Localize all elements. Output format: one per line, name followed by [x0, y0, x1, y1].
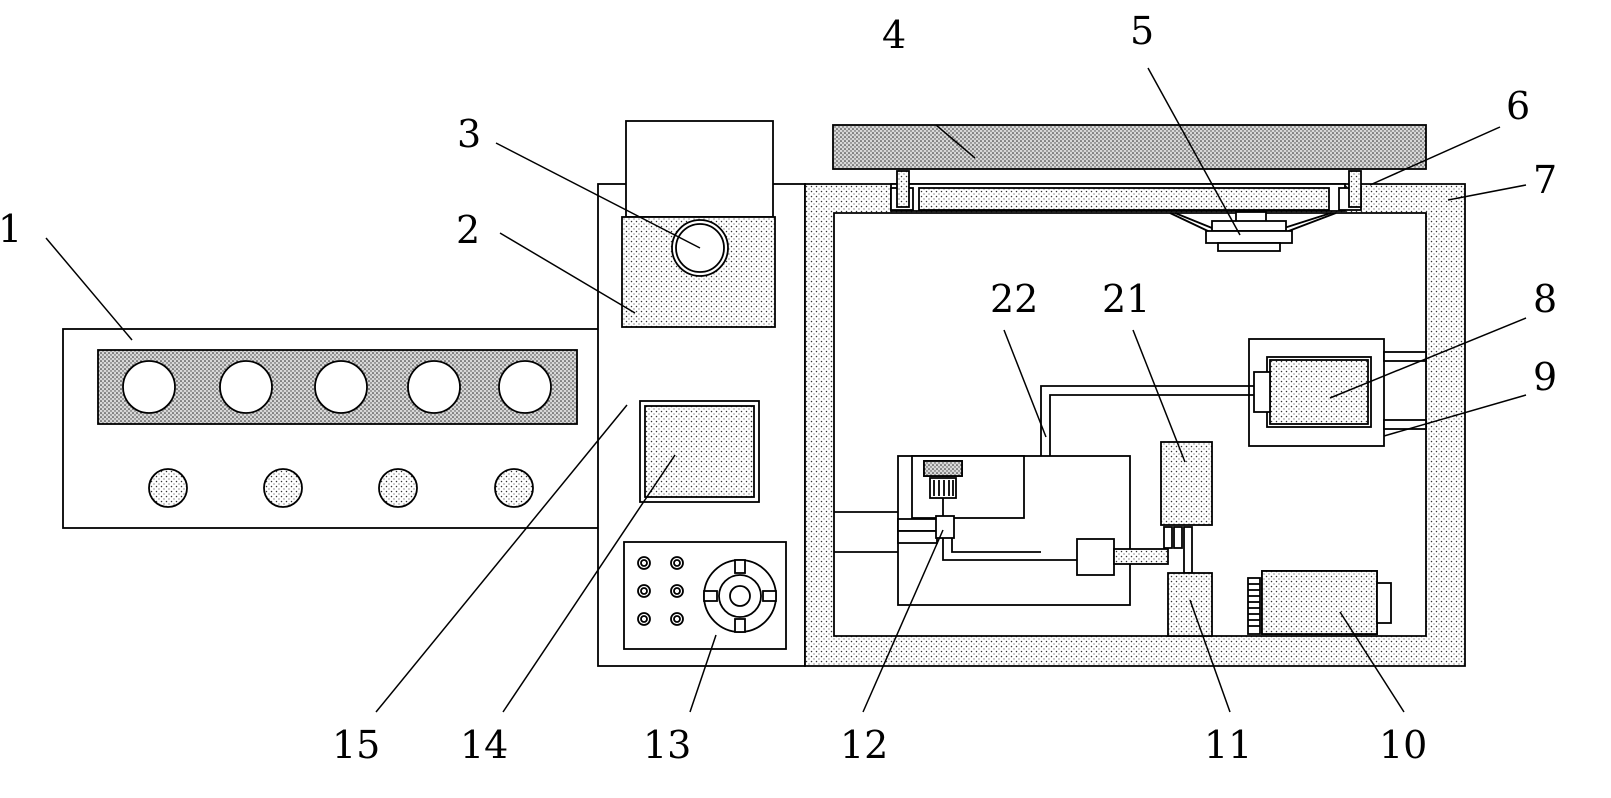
top-box: [625, 120, 774, 218]
knob-3: [378, 468, 418, 508]
knob-2: [263, 468, 303, 508]
label-15: 15: [332, 723, 380, 767]
label-4: 4: [882, 13, 906, 57]
screen-14: [644, 405, 755, 498]
label-9: 9: [1533, 355, 1557, 399]
hanging-component-5: [1169, 211, 1337, 252]
label-11: 11: [1204, 723, 1252, 767]
label-12: 12: [840, 723, 888, 767]
motor-12: [935, 515, 955, 539]
reference-labels: 1 2 3 4 5 6 7 8 9 10 11 12 13 14 15 21 2…: [0, 9, 1557, 767]
label-2: 2: [456, 208, 480, 252]
component-8: [1269, 359, 1369, 425]
component-10: [1247, 570, 1392, 635]
left-panel: [62, 328, 602, 529]
component-11: [1167, 572, 1213, 637]
label-3: 3: [457, 112, 481, 156]
label-1: 1: [0, 207, 22, 251]
label-10: 10: [1379, 723, 1427, 767]
round-button-3: [314, 360, 368, 414]
drive-box-12: [834, 455, 1131, 606]
housing-7: [804, 183, 1466, 667]
round-button-1: [122, 360, 176, 414]
round-button-4: [407, 360, 461, 414]
label-14: 14: [460, 723, 508, 767]
knob-1: [148, 468, 188, 508]
top-plate-4: [832, 124, 1427, 208]
label-6: 6: [1506, 84, 1530, 128]
leader-lines: [45, 67, 1527, 713]
label-5: 5: [1130, 9, 1154, 53]
round-button-5: [498, 360, 552, 414]
valve: [1076, 526, 1193, 576]
slider-6: [1348, 170, 1362, 208]
label-21: 21: [1102, 277, 1150, 321]
knob-4: [494, 468, 534, 508]
middle-column: [597, 120, 806, 667]
slider-left: [896, 170, 910, 208]
component-21: [1160, 441, 1213, 526]
top-rail: [918, 187, 1330, 211]
label-8: 8: [1533, 277, 1557, 321]
label-22: 22: [990, 277, 1038, 321]
label-7: 7: [1533, 158, 1557, 202]
component-8-9: [1248, 338, 1427, 447]
label-13: 13: [643, 723, 691, 767]
round-button-2: [219, 360, 273, 414]
